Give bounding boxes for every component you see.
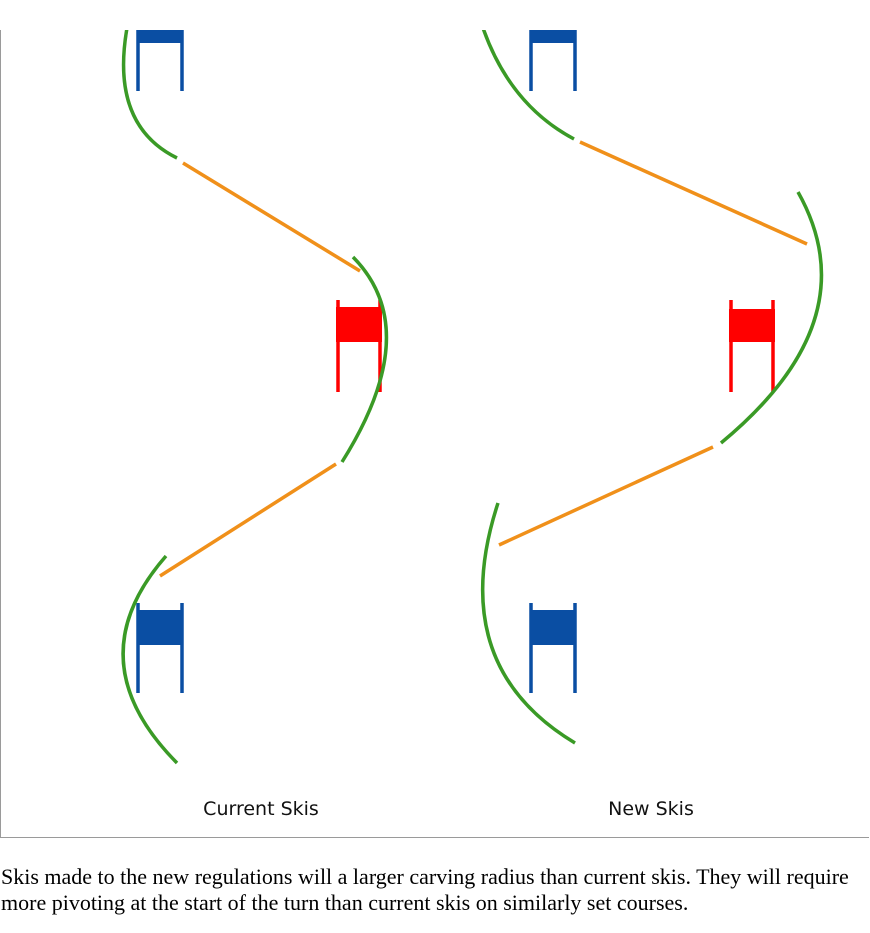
figure-caption: Skis made to the new regulations will a … [1,864,849,915]
new-skis-panel [480,30,824,745]
pivot-line [579,140,808,246]
blue-gate-top-current [136,30,184,91]
ski-turn-diagram [121,30,824,765]
carve-arc [121,554,179,765]
carve-arc [340,255,389,463]
carve-arc [121,30,178,160]
blue-gate-bottom-new [529,603,577,693]
blue-gate-bottom-current [136,603,184,693]
pivot-line [498,445,714,547]
panel-label-new-skis: New Skis [608,798,694,820]
figure-frame [0,30,869,838]
pivot-line [182,161,361,273]
carve-arc [719,191,824,445]
carve-arc [480,502,576,745]
panel-label-current-skis: Current Skis [203,798,319,820]
carve-arc [481,30,575,141]
blue-gate-top-new [529,30,577,91]
current-skis-panel [121,30,389,765]
pivot-line [159,462,337,578]
red-gate-current [336,300,382,392]
red-gate-new [729,300,775,392]
